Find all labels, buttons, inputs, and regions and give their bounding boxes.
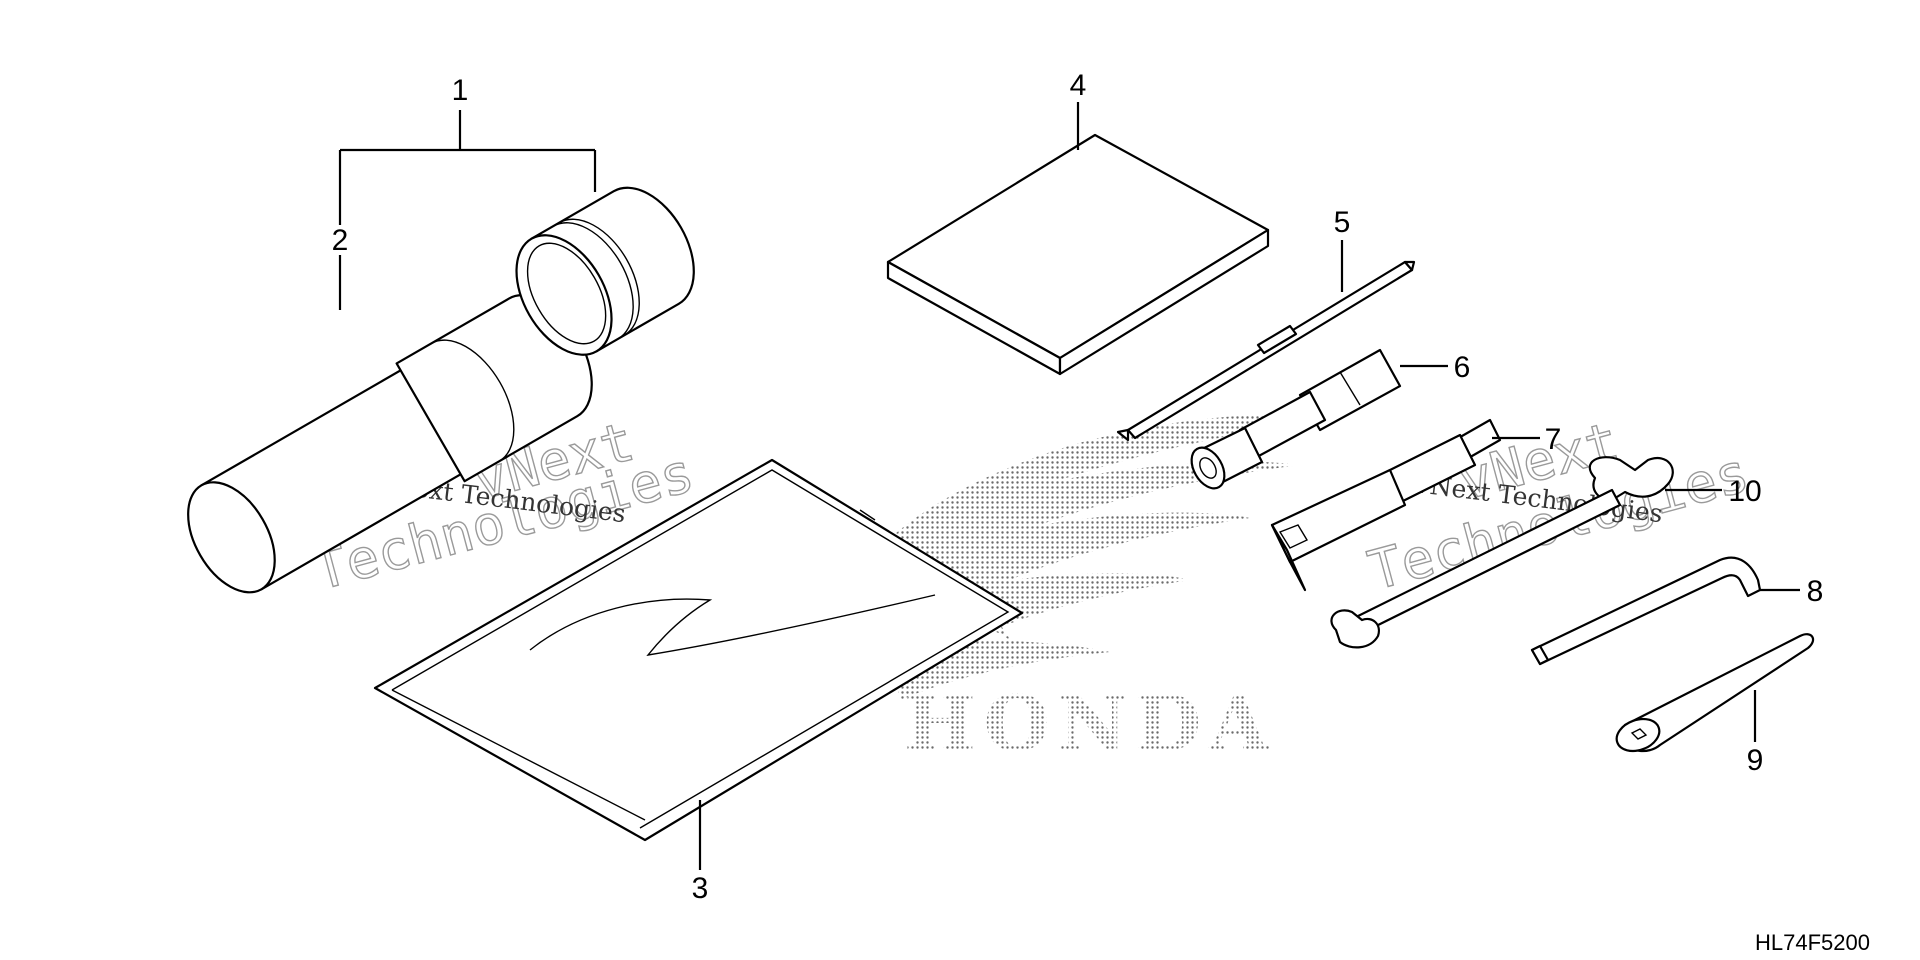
part-pin-spanner bbox=[1615, 633, 1815, 753]
callout-10: 10 bbox=[1728, 475, 1761, 508]
callout-3: 3 bbox=[692, 872, 709, 905]
callout-4: 4 bbox=[1070, 69, 1087, 102]
part-owners-manual bbox=[886, 133, 1270, 376]
callout-2: 2 bbox=[332, 224, 349, 257]
part-tool-tube bbox=[187, 294, 593, 594]
part-wrench-small bbox=[1330, 456, 1674, 649]
callout-7: 7 bbox=[1545, 423, 1562, 456]
callout-1: 1 bbox=[452, 74, 469, 107]
diagram-code: HL74F5200 bbox=[1755, 930, 1870, 955]
callout-6: 6 bbox=[1454, 351, 1471, 384]
part-socket-wrench bbox=[1190, 348, 1402, 490]
part-hex-key bbox=[1530, 556, 1762, 666]
honda-logo-text: HONDA bbox=[904, 679, 1276, 768]
part-plug-wrench bbox=[1270, 418, 1502, 592]
part-tool-bag bbox=[373, 458, 1024, 842]
part-screwdriver bbox=[1116, 260, 1416, 442]
callout-5: 5 bbox=[1334, 206, 1351, 239]
callout-9: 9 bbox=[1747, 744, 1764, 777]
leader-lines bbox=[338, 102, 1800, 870]
part-tool-tube-cap bbox=[515, 186, 695, 356]
callout-8: 8 bbox=[1807, 575, 1824, 608]
callouts: 1 2 3 4 5 6 7 8 9 10 bbox=[332, 69, 1824, 905]
